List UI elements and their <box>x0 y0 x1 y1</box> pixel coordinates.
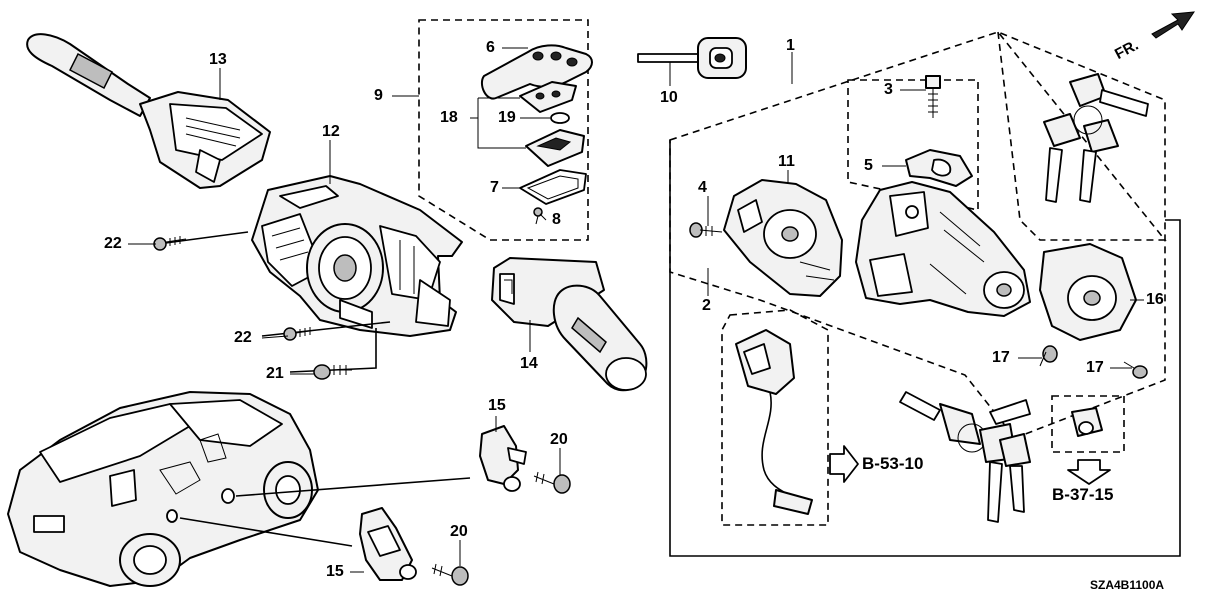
callout-17-left: 17 <box>992 349 1010 366</box>
key-cylinder-housing <box>1071 407 1103 437</box>
switch-body-cable-reel <box>251 175 463 337</box>
callout-9: 9 <box>374 87 383 104</box>
screw-22-upper <box>153 231 249 251</box>
callout-1: 1 <box>786 37 795 54</box>
remote-screw <box>533 207 543 225</box>
screw-4 <box>689 222 723 238</box>
callout-5: 5 <box>864 157 873 174</box>
callout-6: 6 <box>486 39 495 56</box>
callout-3: 3 <box>884 81 893 98</box>
door-switch-leader-lines <box>179 477 471 547</box>
ref-arrow-down <box>1067 459 1111 485</box>
callout-11: 11 <box>778 153 795 170</box>
immobilizer-receiver <box>735 329 813 515</box>
remote-circuit-board <box>525 129 585 167</box>
screw-22-lower <box>261 321 391 341</box>
shear-bolt-clamp <box>905 149 973 187</box>
callout-14: 14 <box>520 355 538 372</box>
remote-battery <box>550 112 570 124</box>
callout-12: 12 <box>322 123 340 140</box>
callout-15-upper: 15 <box>488 397 506 414</box>
leader-lines <box>128 47 1144 573</box>
remote-parts-box <box>418 19 589 241</box>
combination-switch-right <box>491 257 648 392</box>
callout-22-upper: 22 <box>104 235 122 252</box>
callout-17-right: 17 <box>1086 359 1104 376</box>
combination-switch-left <box>26 33 271 189</box>
callout-21: 21 <box>266 365 284 382</box>
callout-19: 19 <box>498 109 516 126</box>
door-switch-upper <box>479 425 527 492</box>
ref-arrow-right <box>829 445 859 483</box>
reference-label-b3715[interactable]: B-37-15 <box>1052 485 1114 504</box>
ignition-switch <box>723 179 843 297</box>
front-direction-arrow <box>1151 11 1195 39</box>
reference-label-b5310[interactable]: B-53-10 <box>862 454 924 473</box>
callout-22-lower: 22 <box>234 329 252 346</box>
steering-lock-body <box>855 181 1031 317</box>
remote-seal <box>519 169 587 205</box>
assembly-outline <box>669 140 1181 557</box>
key-cylinder <box>1039 243 1137 341</box>
key-set-lower <box>899 391 1031 523</box>
callout-7: 7 <box>490 179 499 196</box>
vehicle-body <box>7 391 319 587</box>
callout-8: 8 <box>552 211 561 228</box>
screw-20-lower <box>431 563 469 586</box>
callout-15-lower: 15 <box>326 563 344 580</box>
screw-21 <box>289 328 377 380</box>
callout-13: 13 <box>209 51 227 68</box>
immobilizer-box <box>721 309 829 526</box>
callout-20-upper: 20 <box>550 431 568 448</box>
remote-transmitter-case <box>519 81 577 113</box>
callout-2: 2 <box>702 297 711 314</box>
callout-4: 4 <box>698 179 707 196</box>
callout-10: 10 <box>660 89 678 106</box>
shear-bolt-3 <box>925 75 941 118</box>
screw-17-right <box>1123 361 1148 379</box>
door-switch-lower <box>359 507 417 581</box>
callout-16: 16 <box>1146 291 1164 308</box>
diagram-code: SZA4B1100A <box>1090 578 1165 592</box>
callout-18: 18 <box>440 109 458 126</box>
screw-17-left <box>1039 345 1058 367</box>
key-cylinder-box <box>1051 395 1125 453</box>
key-blank <box>637 37 747 79</box>
screw-20-upper <box>533 471 571 494</box>
callout-20-lower: 20 <box>450 523 468 540</box>
key-set-upper <box>1043 73 1149 203</box>
